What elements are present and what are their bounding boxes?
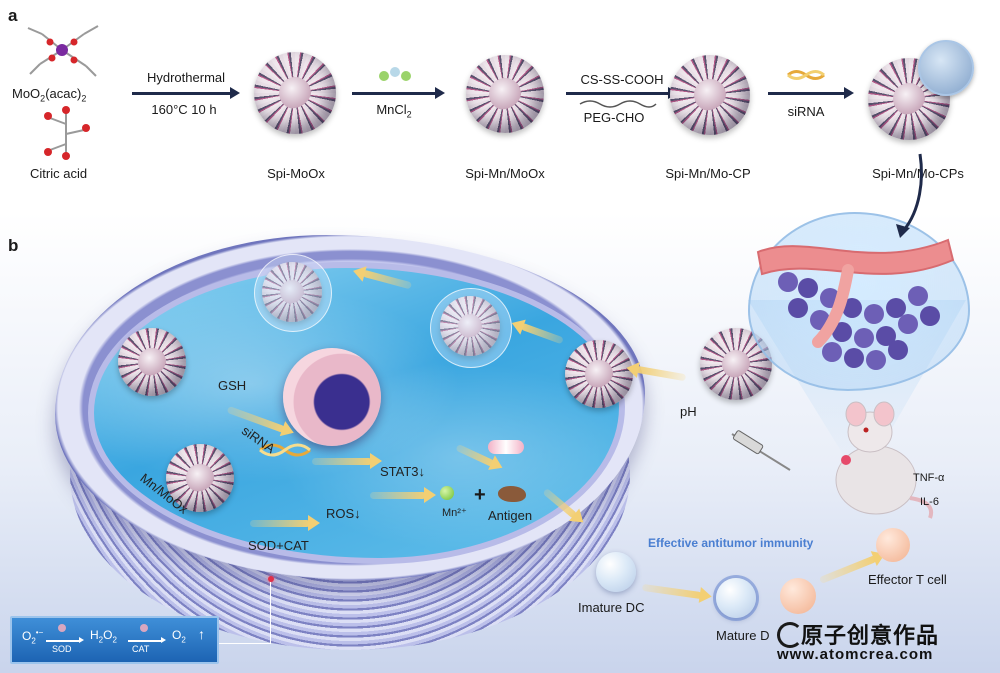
label-il6: IL-6 [920, 496, 939, 508]
inset-cat: CAT [132, 644, 150, 654]
antigen-icon [498, 486, 526, 502]
mncl2-ions-icon [379, 67, 411, 81]
cell-nucleus [283, 348, 381, 446]
label-mature-dc: Mature D [716, 628, 770, 643]
inset-up-arrow: ↑ [198, 626, 205, 642]
watermark: 原子创意作品 www.atomcrea.com [775, 618, 970, 666]
zoom-inset-bubble [918, 40, 974, 96]
product-label-spi-mn-mo-cps: Spi-Mn/Mo-CPs [872, 166, 964, 181]
label-stat3: STAT3↓ [380, 464, 426, 479]
effector-t-cell [876, 528, 910, 562]
step1-top-label: Hydrothermal [146, 70, 226, 85]
t-cell [780, 578, 816, 614]
watermark-cn: 原子创意作品 [801, 623, 940, 648]
step2-arrow [352, 87, 445, 99]
callout-dot [268, 576, 274, 582]
blood-vessel [756, 238, 955, 276]
label-immature-dc: Imature DC [578, 600, 645, 615]
spi-mn-moox-particle [466, 55, 544, 133]
sod-cat-reaction-inset: O2•− SOD H2O2 CAT O2 ↑ [10, 616, 219, 664]
flow-arrow-ros [370, 487, 436, 503]
label-effective-immunity: Effective antitumor immunity [648, 536, 814, 550]
label-gsh: GSH [218, 378, 247, 393]
inset-sod: SOD [52, 644, 72, 654]
watermark-logo-icon [777, 622, 803, 648]
spi-mn-mo-cps-particle [868, 58, 950, 140]
step2-reagent-label: MnCl2 [376, 102, 412, 120]
particle-mn-moox [166, 444, 234, 512]
label-sod-cat: SOD+CAT [248, 538, 309, 553]
watermark-url: www.atomcrea.com [777, 646, 934, 663]
mature-dc-cell [716, 578, 756, 618]
inset-arrow-1 [46, 637, 84, 643]
mouse-illustration [835, 401, 933, 519]
label-mn: Mn²⁺ [442, 507, 467, 519]
label-antigen: Antigen [488, 508, 533, 523]
inset-oxygen: O2 [172, 628, 186, 645]
spi-mn-mo-cp-particle [670, 55, 750, 135]
mn-ion-icon [440, 486, 454, 500]
panel-label-a: a [8, 6, 18, 25]
label-plus: + [474, 484, 486, 506]
step4-label: siRNA [787, 104, 825, 119]
polymer-chain-icon [579, 100, 657, 108]
inset-h2o2: H2O2 [90, 628, 117, 645]
mo-reagent-label: MoO2(acac)2 [12, 86, 87, 104]
protein-capsule-icon [488, 440, 524, 454]
label-ph: pH [680, 404, 697, 419]
callout-line [270, 582, 271, 644]
product-label-spi-moox: Spi-MoOx [267, 166, 325, 181]
step4-arrow [768, 87, 854, 99]
spi-moox-particle [254, 52, 336, 134]
step1-bottom-label: 160°C 10 h [151, 102, 217, 117]
step3-bottom-label: PEG-CHO [583, 110, 645, 125]
endosome-2 [430, 288, 512, 368]
sirna-helix-icon [259, 443, 311, 457]
molybdenyl-acac-molecule [27, 25, 99, 77]
flow-arrow-sodcat [250, 515, 320, 531]
label-tnf: TNF-α [913, 472, 945, 484]
product-label-spi-mn-moox: Spi-Mn/MoOx [465, 166, 545, 181]
inset-particle-1 [58, 624, 66, 632]
step3-top-label: CS-SS-COOH [580, 72, 664, 87]
step1-arrow [132, 87, 240, 99]
sirna-icon [787, 70, 825, 80]
callout-line-horizontal [214, 643, 271, 644]
panel-label-b: b [8, 236, 19, 255]
flow-arrow-sirna [312, 453, 382, 469]
tumor-cells-cluster [756, 238, 955, 370]
citric-acid-molecule [44, 106, 90, 160]
step3-arrow [566, 87, 678, 99]
zoom-pointer-arrow [896, 153, 923, 238]
inset-arrow-2 [128, 637, 166, 643]
immature-dc-cell [596, 552, 636, 592]
citric-acid-label: Citric acid [30, 166, 88, 181]
inset-superoxide: O2•− [22, 628, 44, 646]
product-label-spi-mn-mo-cp: Spi-Mn/Mo-CP [665, 166, 751, 181]
syringe-icon [731, 430, 791, 471]
label-effector-t-cell: Effector T cell [868, 572, 947, 587]
label-ros: ROS↓ [326, 506, 361, 521]
inset-particle-2 [140, 624, 148, 632]
endosome-1 [254, 254, 332, 332]
particle-entering-cell [118, 328, 186, 396]
particle-at-membrane [565, 340, 633, 408]
